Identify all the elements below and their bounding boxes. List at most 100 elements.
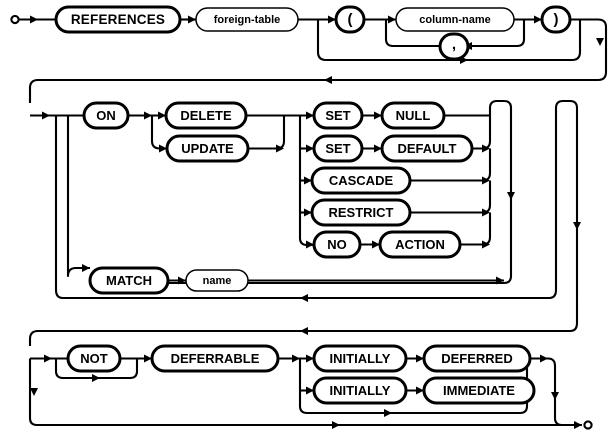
delete-box[interactable] bbox=[164, 101, 248, 130]
node-action[interactable]: ACTION bbox=[378, 230, 462, 259]
node-default[interactable]: DEFAULT bbox=[380, 134, 474, 163]
track-to-match bbox=[66, 115, 90, 278]
node-update[interactable]: UPDATE bbox=[165, 134, 250, 163]
rparen-label: ) bbox=[554, 11, 559, 28]
arrow-name bbox=[178, 276, 186, 285]
node-restrict[interactable]: RESTRICT bbox=[310, 198, 412, 227]
node-set-default-set[interactable]: SET bbox=[312, 134, 364, 163]
node-references[interactable]: REFERENCES bbox=[54, 5, 182, 34]
arrow-initially-deferred bbox=[306, 354, 314, 363]
arrow-restrict bbox=[304, 208, 312, 217]
cascade-box[interactable] bbox=[310, 166, 412, 195]
arrow-delete bbox=[158, 111, 166, 120]
arrow-initially-immediate bbox=[306, 386, 314, 395]
arrow-rparen bbox=[534, 15, 542, 24]
node-deferred[interactable]: DEFERRED bbox=[422, 344, 532, 373]
arrow-name-merge bbox=[496, 276, 504, 285]
column-name-box[interactable] bbox=[395, 7, 515, 32]
update-label: UPDATE bbox=[181, 141, 234, 156]
immediate-box[interactable] bbox=[422, 376, 536, 405]
arrow-columnname bbox=[388, 15, 396, 24]
track-initially-bypass bbox=[298, 358, 529, 415]
arrow-ongroup-down bbox=[507, 192, 515, 200]
initially-deferred-label: INITIALLY bbox=[330, 351, 391, 366]
on-label: ON bbox=[96, 108, 116, 123]
node-delete[interactable]: DELETE bbox=[164, 101, 248, 130]
not-box[interactable] bbox=[66, 344, 122, 373]
restrict-box[interactable] bbox=[310, 198, 412, 227]
start-terminator bbox=[10, 14, 20, 25]
node-column-name[interactable]: column-name bbox=[395, 7, 515, 32]
node-name[interactable]: name bbox=[185, 269, 249, 292]
arrow-final-down bbox=[551, 392, 559, 400]
node-set-null-set[interactable]: SET bbox=[312, 101, 364, 130]
restrict-label: RESTRICT bbox=[329, 205, 394, 220]
node-initially-immediate[interactable]: INITIALLY bbox=[312, 376, 408, 405]
node-not[interactable]: NOT bbox=[66, 344, 122, 373]
node-initially-deferred[interactable]: INITIALLY bbox=[312, 344, 408, 373]
arrow-verb-fork bbox=[144, 111, 152, 120]
arrow-ongroup-outer-down bbox=[573, 222, 581, 230]
update-box[interactable] bbox=[165, 134, 250, 163]
node-foreign-table[interactable]: foreign-table bbox=[195, 7, 299, 32]
arrow-default-merge bbox=[482, 144, 490, 153]
references-label: REFERENCES bbox=[71, 12, 165, 27]
comma-box[interactable] bbox=[438, 32, 470, 61]
arrow-default bbox=[374, 144, 382, 153]
deferred-label: DEFERRED bbox=[441, 351, 513, 366]
rparen-box[interactable] bbox=[540, 5, 572, 34]
arrow-foreigntable bbox=[188, 15, 196, 24]
deferred-box[interactable] bbox=[422, 344, 532, 373]
track-to-end bbox=[547, 357, 582, 427]
arrow-row3-bypass bbox=[332, 421, 340, 429]
arrow-null bbox=[374, 111, 382, 120]
immediate-label: IMMEDIATE bbox=[443, 383, 515, 398]
node-cascade[interactable]: CASCADE bbox=[310, 166, 412, 195]
arrow-row1-wrap bbox=[324, 76, 332, 84]
track-action-merge bbox=[460, 212, 492, 246]
deferrable-box[interactable] bbox=[150, 344, 280, 373]
delete-label: DELETE bbox=[180, 108, 232, 123]
lparen-box[interactable] bbox=[334, 5, 366, 34]
foreign-table-box[interactable] bbox=[195, 7, 299, 32]
no-box[interactable] bbox=[312, 230, 362, 259]
node-comma[interactable]: , bbox=[438, 32, 470, 61]
not-label: NOT bbox=[80, 351, 108, 366]
set-null-set-label: SET bbox=[325, 108, 350, 123]
arrow-row2-to-row3 bbox=[300, 327, 308, 335]
node-deferrable[interactable]: DEFERRABLE bbox=[150, 344, 280, 373]
arrow-update-merge bbox=[276, 144, 284, 153]
arrow-set-null bbox=[306, 111, 314, 120]
node-match[interactable]: MATCH bbox=[88, 266, 170, 295]
arrow-row3-bypass-down bbox=[30, 388, 38, 396]
arrow-action bbox=[372, 240, 380, 249]
null-box[interactable] bbox=[380, 101, 446, 130]
track-comma-loop-right bbox=[468, 19, 526, 48]
match-label: MATCH bbox=[106, 273, 152, 288]
match-box[interactable] bbox=[88, 266, 170, 295]
initially-immediate-box[interactable] bbox=[312, 376, 408, 405]
node-on[interactable]: ON bbox=[82, 101, 130, 130]
node-no[interactable]: NO bbox=[312, 230, 362, 259]
on-box[interactable] bbox=[82, 101, 130, 130]
node-null[interactable]: NULL bbox=[380, 101, 446, 130]
node-lparen[interactable]: ( bbox=[334, 5, 366, 34]
arrow-start bbox=[30, 15, 38, 24]
node-rparen[interactable]: ) bbox=[540, 5, 572, 34]
action-box[interactable] bbox=[378, 230, 462, 259]
set-default-set-box[interactable] bbox=[312, 134, 364, 163]
arrow-no bbox=[306, 240, 314, 249]
initially-deferred-box[interactable] bbox=[312, 344, 408, 373]
name-box[interactable] bbox=[185, 269, 249, 292]
track-row3-bypass bbox=[28, 358, 582, 427]
track-ongroup-return bbox=[90, 99, 513, 285]
default-box[interactable] bbox=[380, 134, 474, 163]
arrow-entry-not bbox=[44, 354, 52, 363]
deferrable-label: DEFERRABLE bbox=[171, 351, 260, 366]
initially-immediate-label: INITIALLY bbox=[330, 383, 391, 398]
references-box[interactable] bbox=[54, 5, 182, 34]
node-immediate[interactable]: IMMEDIATE bbox=[422, 376, 536, 405]
set-null-set-box[interactable] bbox=[312, 101, 364, 130]
track-restrict-merge bbox=[410, 180, 492, 214]
